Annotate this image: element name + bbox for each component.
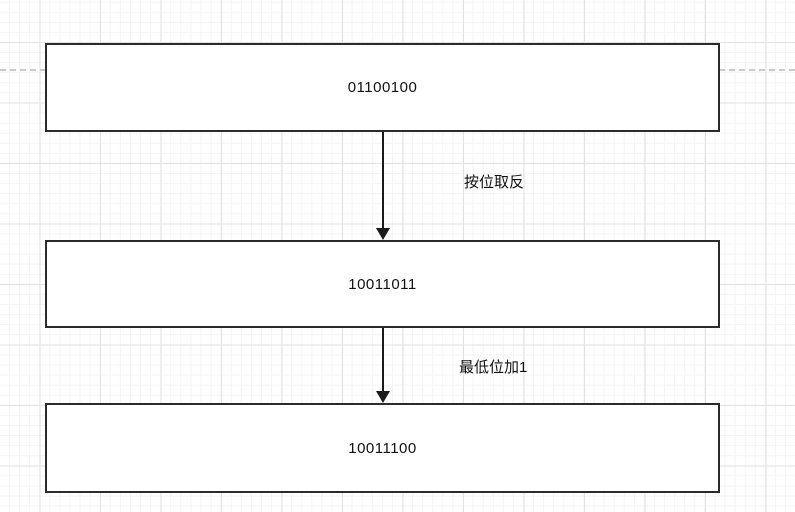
arrow-line: [382, 132, 384, 229]
arrow-line: [382, 328, 384, 392]
node-label: 10011100: [348, 439, 417, 457]
node-label: 01100100: [347, 79, 418, 96]
arrow-head-icon: [376, 391, 390, 403]
flow-node-inverted-binary[interactable]: 10011011: [45, 240, 720, 328]
node-label: 10011011: [348, 275, 417, 293]
edge-label-bitwise-invert[interactable]: 按位取反: [464, 174, 525, 191]
flow-node-original-binary[interactable]: 01100100: [45, 43, 720, 132]
arrow-head-icon: [376, 228, 390, 240]
edge-label-add-one-lowest-bit[interactable]: 最低位加1: [459, 359, 528, 376]
flow-node-result-binary[interactable]: 10011100: [45, 403, 720, 493]
